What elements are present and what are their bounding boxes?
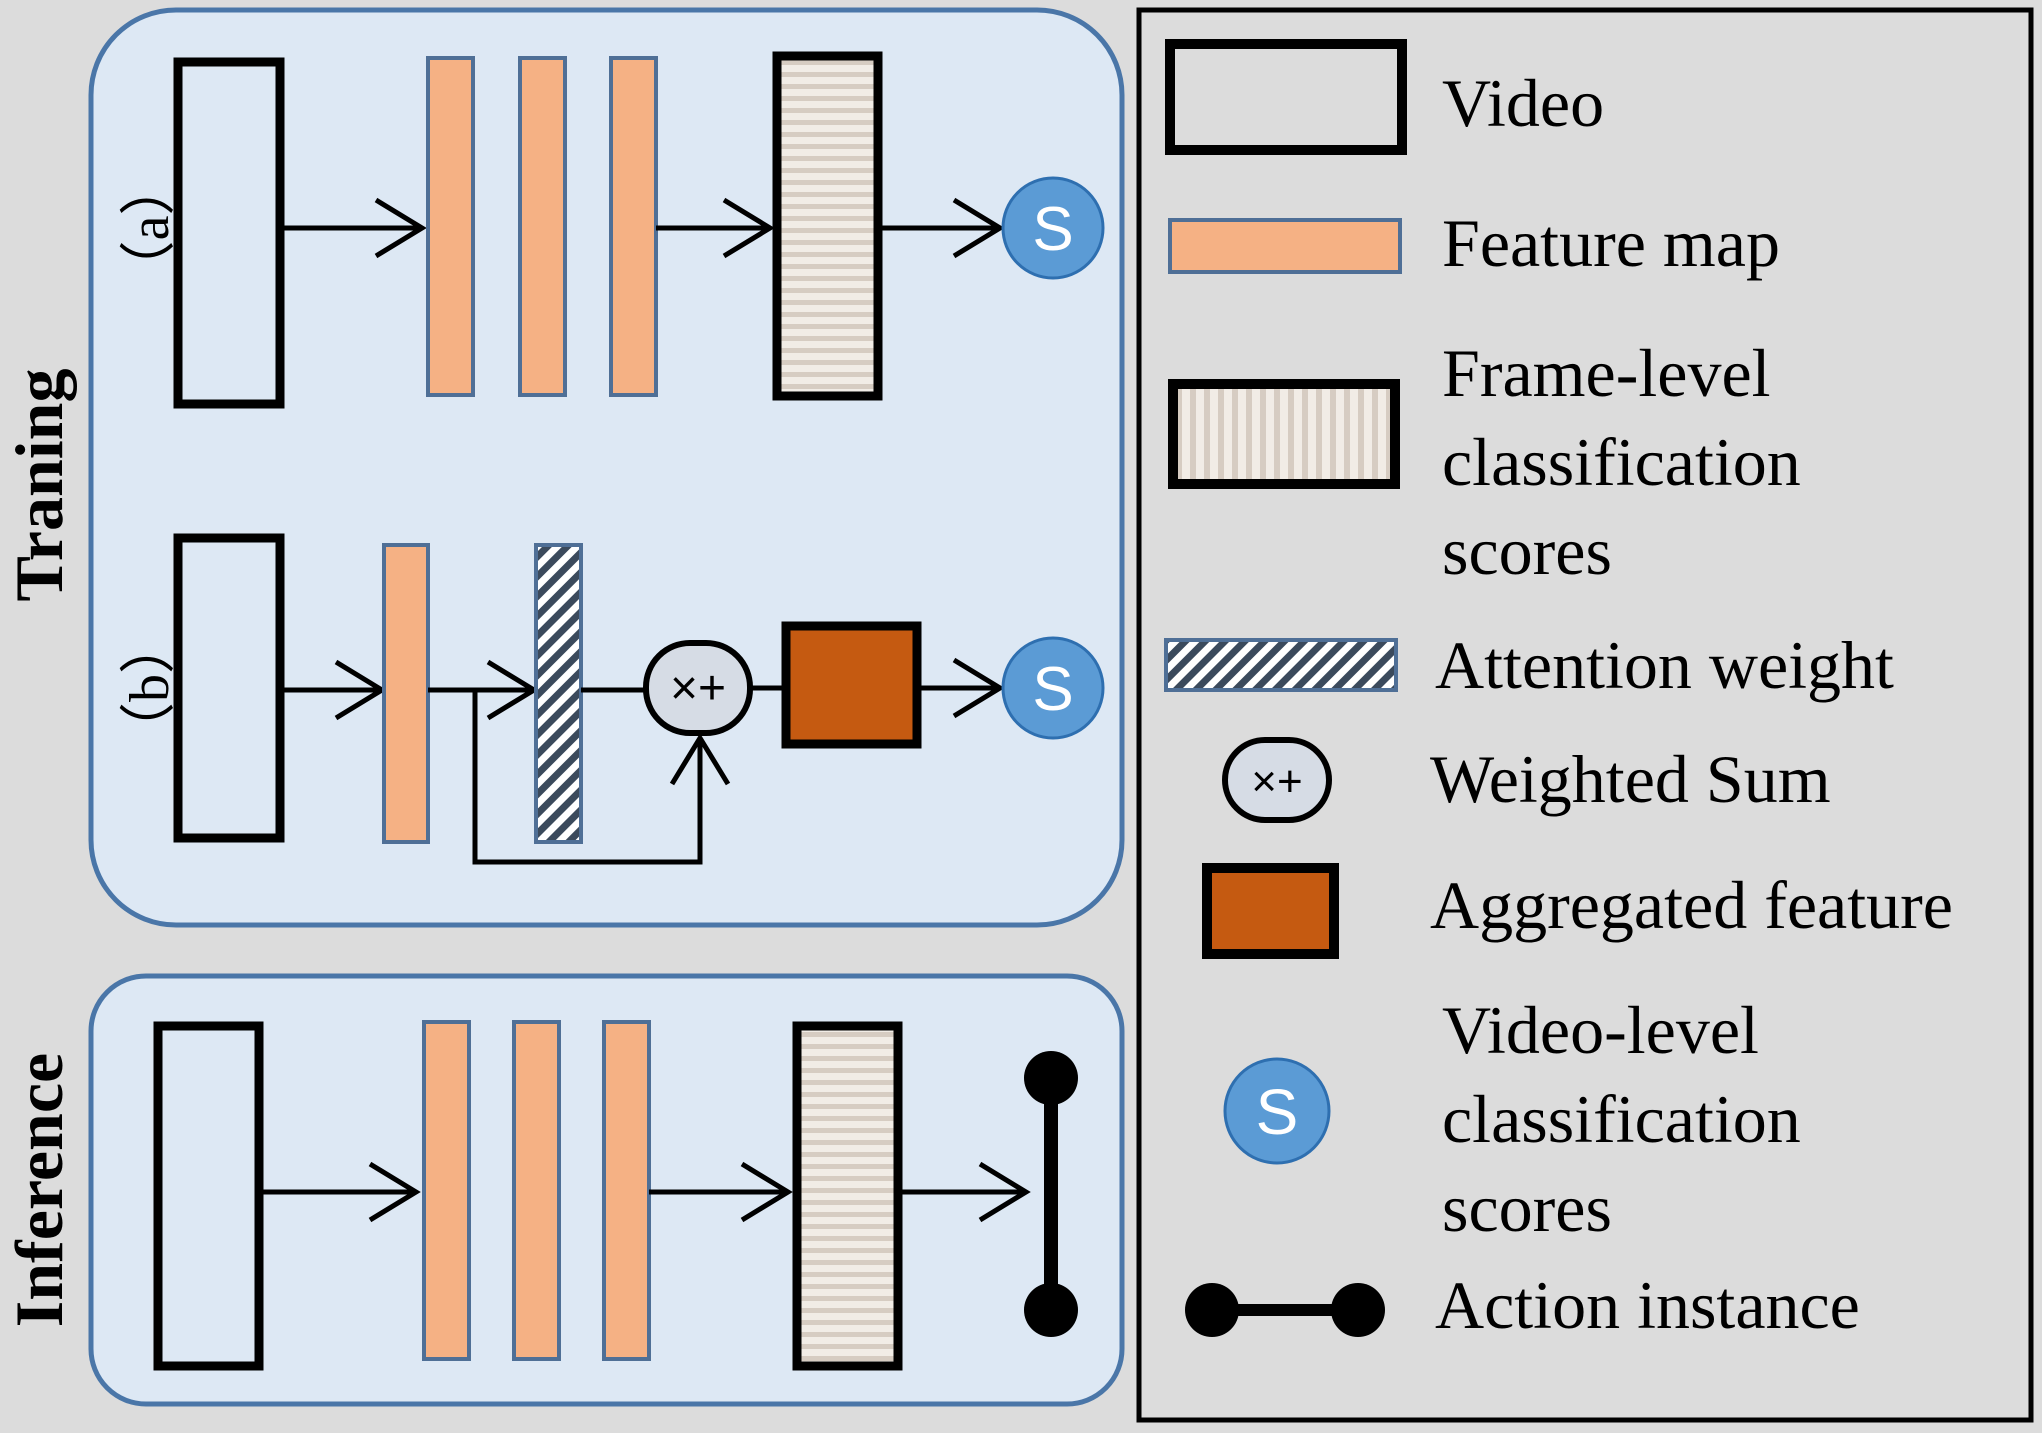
skip-connection [472, 690, 703, 865]
legend-video-scores-line2: classification [1442, 1081, 1801, 1157]
video-score-circle [1001, 176, 1105, 280]
arrow-head [722, 197, 775, 259]
pipeline-b: （b） ×+ S [119, 533, 1105, 865]
feature-map [609, 56, 658, 397]
legend-video-scores: S Video-level classification scores [1223, 992, 1801, 1246]
legend-video-scores-line1: Video-level [1442, 992, 1759, 1068]
panel-b-label: （b） [119, 618, 181, 758]
legend-frame-scores-line2: classification [1442, 424, 1801, 500]
frame-level-scores [772, 51, 883, 401]
arrow-head [669, 733, 731, 786]
feature-map [512, 1020, 561, 1361]
legend-frame-scores-line1: Frame-level [1442, 335, 1771, 411]
feature-map [602, 1020, 651, 1361]
legend-video-label: Video [1442, 65, 1604, 141]
frame-level-scores [792, 1021, 903, 1371]
pipeline-inference [153, 1020, 1078, 1371]
video-block [173, 533, 285, 843]
panel-a-label: （a） [119, 160, 181, 297]
weighted-sum-symbol: ×+ [670, 662, 726, 715]
arrow-head [368, 1161, 421, 1223]
legend-video-scores-line3: scores [1442, 1170, 1612, 1246]
pipeline-a: （a） S [119, 51, 1105, 409]
legend-action-instance-label: Action instance [1435, 1267, 1860, 1343]
feature-map [426, 56, 475, 397]
legend-action-instance: Action instance [1185, 1267, 1860, 1343]
inference-label: Inference [1, 1053, 77, 1327]
legend-aggregated-feature-label: Aggregated feature [1430, 867, 1953, 943]
arrow-head [952, 657, 1005, 719]
feature-map [422, 1020, 471, 1361]
weighted-sum-symbol: ×+ [1251, 757, 1302, 806]
action-instance [1024, 1051, 1078, 1337]
legend-frame-scores: Frame-level classification scores [1168, 335, 1801, 589]
legend-aggregated-feature: Aggregated feature [1202, 863, 1953, 959]
training-label: Traning [1, 368, 77, 601]
video-score-circle [1001, 636, 1105, 740]
video-block [173, 57, 285, 409]
feature-map [518, 56, 567, 397]
arrow-head [978, 1161, 1031, 1223]
score-symbol: S [1032, 195, 1073, 264]
legend-video: Video [1165, 39, 1604, 155]
legend-feature-map: Feature map [1168, 205, 1780, 281]
legend-feature-map-label: Feature map [1442, 205, 1780, 281]
legend-attention-weight-label: Attention weight [1435, 627, 1894, 703]
arrow-head [952, 197, 1005, 259]
arrow-head [374, 197, 427, 259]
attention-weight [534, 543, 583, 844]
aggregated-feature [781, 621, 922, 749]
video-block [153, 1021, 264, 1371]
legend-attention-weight: Attention weight [1164, 627, 1894, 703]
legend-frame-scores-line3: scores [1442, 513, 1612, 589]
score-symbol: S [1256, 1076, 1299, 1148]
feature-map [382, 543, 430, 844]
score-symbol: S [1032, 655, 1073, 724]
legend-weighted-sum-label: Weighted Sum [1430, 741, 1831, 817]
arrow-head [740, 1161, 793, 1223]
legend-weighted-sum: ×+ Weighted Sum [1222, 737, 1831, 823]
